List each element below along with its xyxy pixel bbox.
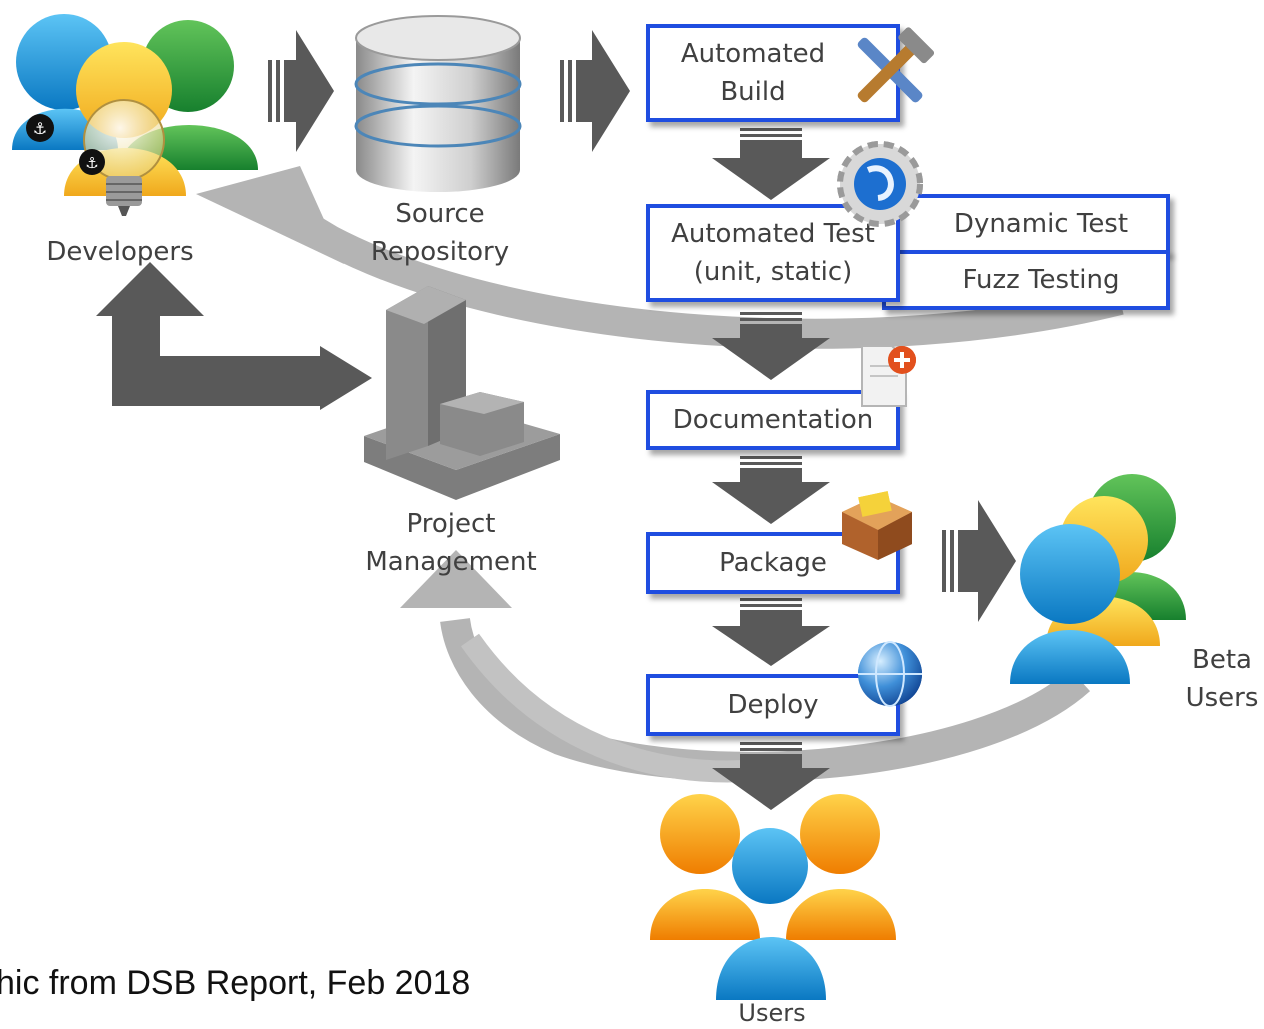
arrow-deploy-to-users	[712, 742, 830, 810]
arrow-test-to-documentation	[712, 312, 830, 380]
project-management-label: Project Management	[346, 505, 556, 581]
users-group-icon	[650, 794, 896, 1000]
fuzz-testing-box: Fuzz Testing	[882, 250, 1170, 310]
automated-build-box: Automated Build	[646, 24, 900, 122]
automated-test-line-2: (unit, static)	[693, 257, 853, 287]
database-icon	[354, 15, 522, 192]
dynamic-test-label: Dynamic Test	[953, 209, 1129, 239]
documentation-label: Documentation	[672, 405, 874, 435]
automated-test-box: Automated Test (unit, static)	[646, 204, 900, 302]
automated-build-line-2: Build	[720, 77, 786, 107]
source-caption: hic from DSB Report, Feb 2018	[0, 964, 471, 1002]
fuzz-testing-label: Fuzz Testing	[962, 265, 1120, 295]
automated-test-line-1: Automated Test	[671, 219, 875, 249]
building-icon	[364, 286, 560, 500]
source-repository-label: Source Repository	[340, 195, 540, 271]
developers-pm-double-arrow	[96, 262, 372, 410]
users-label: Users	[738, 999, 806, 1027]
deploy-label: Deploy	[727, 690, 819, 720]
developers-label: Developers	[46, 237, 194, 267]
arrow-developers-to-repository	[268, 30, 334, 152]
package-box: Package	[646, 532, 900, 594]
rebel-alliance-icon: ⚓ ⚓	[26, 114, 105, 175]
source-repository-line-1: Source	[395, 199, 485, 229]
svg-text:⚓: ⚓	[33, 119, 47, 138]
svg-text:⚓: ⚓	[85, 154, 98, 172]
dynamic-test-box: Dynamic Test	[882, 194, 1170, 254]
documentation-box: Documentation	[646, 390, 900, 450]
arrow-documentation-to-package	[712, 456, 830, 524]
deploy-box: Deploy	[646, 674, 900, 736]
project-management-line-1: Project	[406, 509, 496, 539]
arrow-package-to-deploy	[712, 598, 830, 666]
beta-users-line-1: Beta	[1192, 645, 1252, 675]
project-management-line-2: Management	[365, 547, 537, 577]
feedback-arrow-to-developers	[196, 166, 1124, 349]
arrow-build-to-test	[712, 128, 830, 200]
arrow-repository-to-build	[560, 30, 630, 152]
beta-users-label: Beta Users	[1174, 641, 1264, 717]
arrow-package-to-beta-users	[942, 500, 1016, 622]
source-repository-line-2: Repository	[370, 237, 510, 267]
beta-users-group-icon	[1010, 474, 1186, 684]
automated-build-line-1: Automated	[680, 39, 826, 69]
package-label: Package	[719, 548, 827, 578]
beta-users-line-2: Users	[1185, 683, 1259, 713]
